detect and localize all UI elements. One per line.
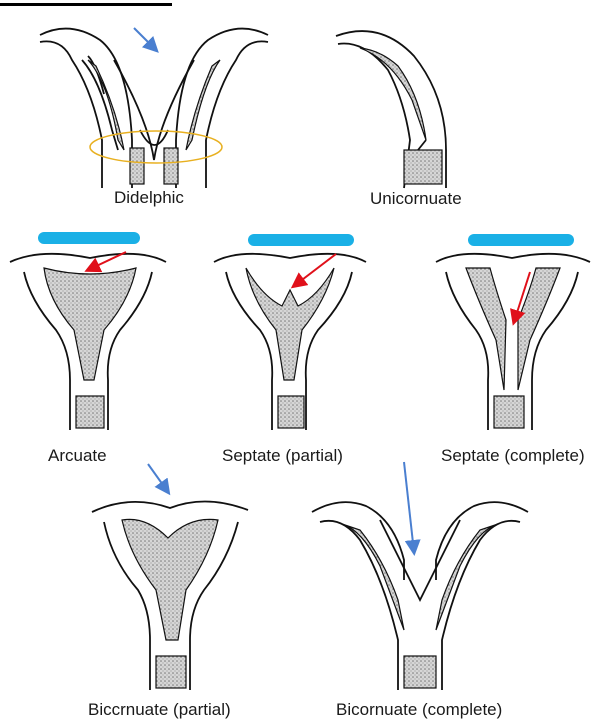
arcuate-fundus-bar xyxy=(38,232,140,244)
caption-bicornuate-complete: Bicornuate (complete) xyxy=(336,700,502,720)
septate-complete-fundus-bar xyxy=(468,234,574,246)
bicornuate-complete-diagram xyxy=(312,502,528,690)
unicornuate-diagram xyxy=(336,31,446,188)
didelphic-diagram xyxy=(40,29,268,188)
caption-arcuate: Arcuate xyxy=(48,446,107,466)
septate-partial-fundus-bar xyxy=(248,234,354,246)
bicornuate-partial-blue-arrow xyxy=(148,464,168,492)
caption-didelphic: Didelphic xyxy=(114,188,184,208)
caption-bicornuate-partial: Biccrnuate (partial) xyxy=(88,700,231,720)
bicornuate-partial-diagram xyxy=(92,501,248,690)
septate-complete-diagram xyxy=(436,254,590,430)
caption-unicornuate: Unicornuate xyxy=(370,189,462,209)
caption-septate-complete: Septate (complete) xyxy=(441,446,585,466)
septate-partial-diagram xyxy=(214,254,366,430)
bicornuate-complete-blue-arrow xyxy=(404,462,414,552)
arcuate-diagram xyxy=(10,254,166,430)
caption-septate-partial: Septate (partial) xyxy=(222,446,343,466)
didelphic-blue-arrow xyxy=(134,28,156,50)
